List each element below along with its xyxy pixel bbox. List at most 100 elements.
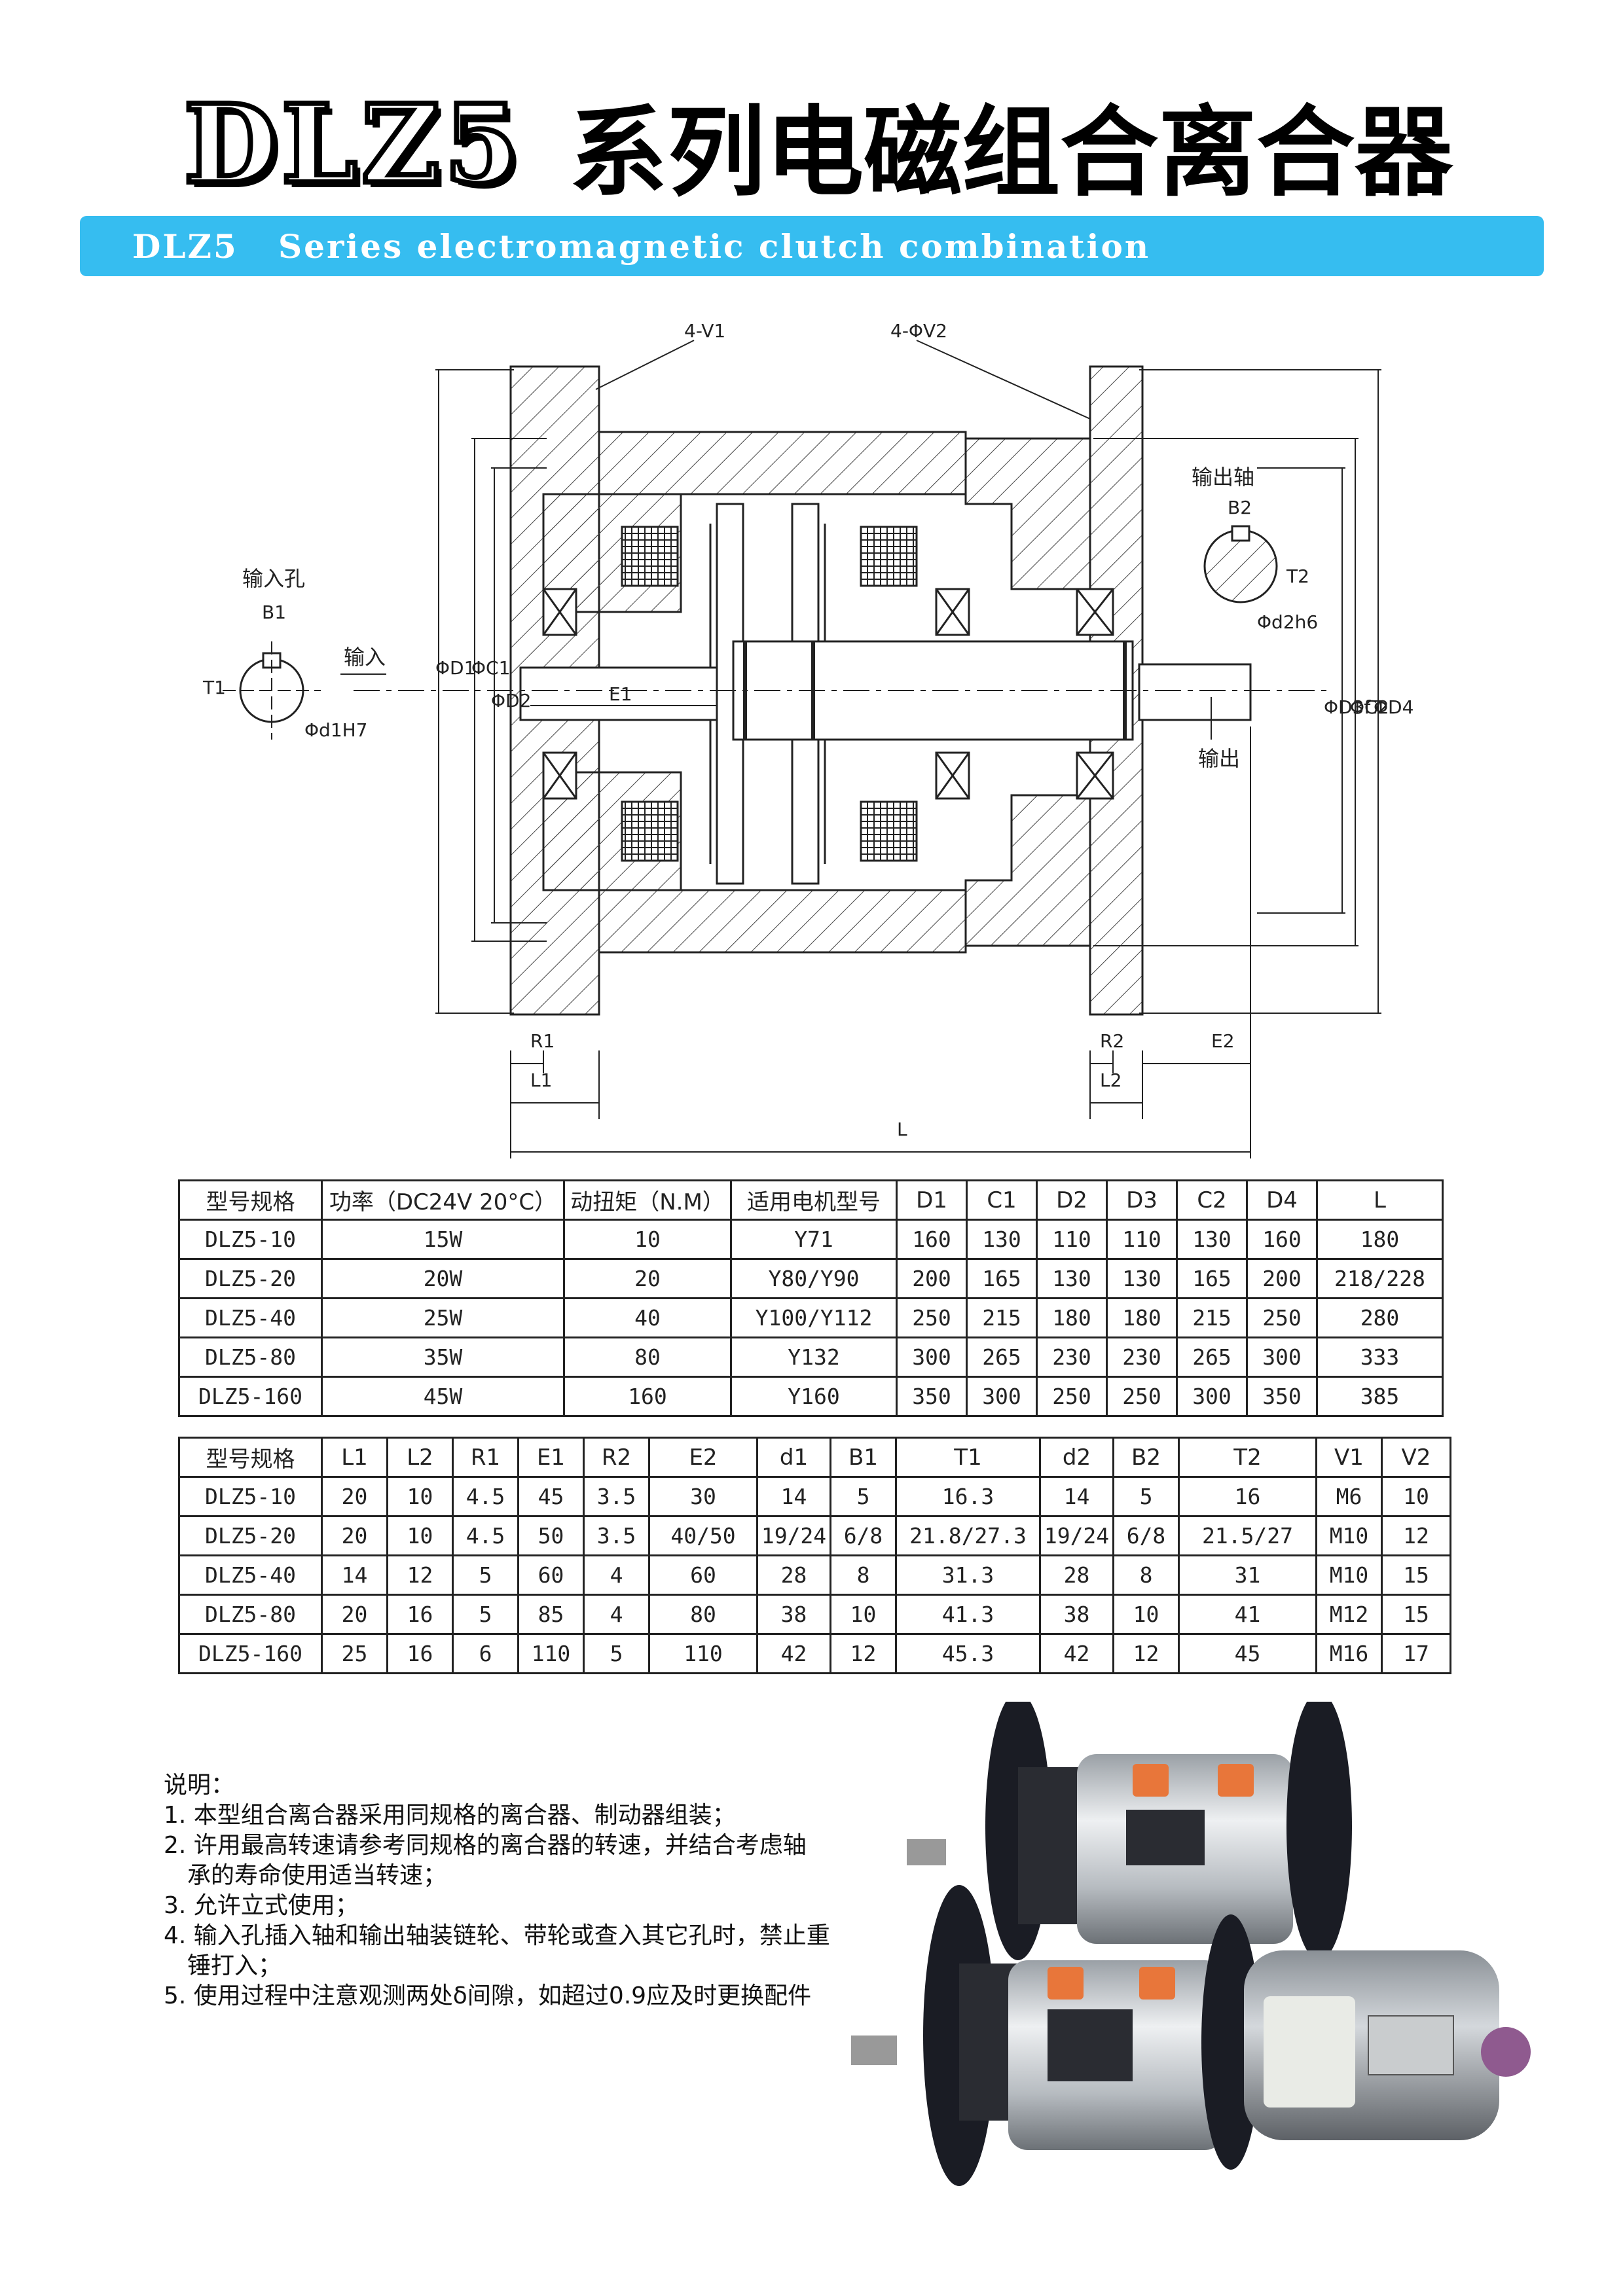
table-cell: 10 [386,1476,454,1517]
table-cell: 45.3 [895,1633,1041,1674]
table-cell: 31.3 [895,1554,1041,1596]
table-cell: Y100/Y112 [730,1297,898,1338]
table-cell: 25 [321,1633,388,1674]
label-e2: E2 [1211,1030,1235,1052]
table-cell: 10 [1381,1476,1451,1517]
table-cell: 40/50 [648,1515,758,1556]
table-cell: 110 [648,1633,758,1674]
table-cell: DLZ5-40 [178,1297,323,1338]
label-r2: R2 [1100,1030,1124,1052]
table-cell: DLZ5-80 [178,1336,323,1378]
table-cell: 333 [1316,1336,1444,1378]
table-cell: 14 [756,1476,831,1517]
table-cell: 130 [1106,1258,1178,1299]
table-cell: 130 [966,1219,1038,1260]
table-cell: 21.5/27 [1178,1515,1317,1556]
table-cell: 12 [1381,1515,1451,1556]
table-cell: 5 [452,1594,519,1635]
table-cell: M6 [1315,1476,1383,1517]
table-cell: 20W [321,1258,565,1299]
title-chinese: 系列电磁组合离合器 [569,96,1453,210]
table-cell: 35W [321,1336,565,1378]
title-model: DLZ5 [181,78,524,210]
table-cell: 31 [1178,1554,1317,1596]
column-header: V1 [1315,1437,1383,1478]
table-cell: DLZ5-20 [178,1258,323,1299]
table-cell: 6/8 [830,1515,897,1556]
label-l: L [897,1119,907,1140]
label-d2h6: Φd2h6 [1257,611,1318,633]
right-body-lower [964,794,1091,947]
right-body-upper [964,437,1091,590]
english-banner: DLZ5 Series electromagnetic clutch combi… [80,216,1544,276]
notes-title: 说明： [164,1772,235,1799]
table-cell: Y160 [730,1376,898,1417]
table-cell: 218/228 [1316,1258,1444,1299]
column-header: D4 [1246,1179,1318,1221]
table-cell: M16 [1315,1633,1383,1674]
note-item: 3. 允许立式使用； [164,1892,359,1919]
product-photo [851,1702,1531,2186]
table-cell: 16 [1178,1476,1317,1517]
label-phi-d2: ΦD2 [491,690,531,711]
label-b1: B1 [262,601,286,623]
table-cell: 20 [321,1476,388,1517]
label-input-hole: 输入孔 [242,566,305,591]
table-cell: 300 [966,1376,1038,1417]
column-header: 型号规格 [178,1437,323,1478]
label-phi-d1: ΦD1 [435,657,475,679]
table-cell: 4 [583,1594,650,1635]
housing-bottom [598,889,967,954]
input-bore [519,666,718,721]
table-cell: 6/8 [1112,1515,1180,1556]
coil-right-upper [860,526,918,587]
table-cell: M10 [1315,1515,1383,1556]
label-phi-d3f7: ΦD3f7 [1324,696,1382,718]
table-cell: DLZ5-160 [178,1633,323,1674]
note-item: 1. 本型组合离合器采用同规格的离合器、制动器组装； [164,1802,736,1829]
table-cell: 16 [386,1633,454,1674]
table-cell: 12 [386,1554,454,1596]
note-item: 4. 输入孔插入轴和输出轴装链轮、带轮或查入其它孔时，禁止重锤打入； [164,1922,830,1979]
banner-text: DLZ5 Series electromagnetic clutch combi… [132,226,1151,266]
label-l1: L1 [530,1069,552,1091]
column-header: 适用电机型号 [730,1179,898,1221]
table-cell: 10 [386,1515,454,1556]
table-cell: 385 [1316,1376,1444,1417]
technical-drawing: 4-V1 4-ΦV2 输入孔 B1 T1 Φd1H7 输入 ΦD1 ΦC1 ΦD… [202,320,1413,1158]
table-cell: 42 [756,1633,831,1674]
column-header: R2 [583,1437,650,1478]
table-cell: 80 [648,1594,758,1635]
table-cell: 16 [386,1594,454,1635]
table-cell: 19/24 [1039,1515,1114,1556]
table-cell: 3.5 [583,1515,650,1556]
column-header: L1 [321,1437,388,1478]
table-cell: 230 [1036,1336,1108,1378]
column-header: D2 [1036,1179,1108,1221]
column-header: D3 [1106,1179,1178,1221]
terminal-block [1218,1764,1254,1797]
label-t2: T2 [1286,565,1309,587]
table-cell: 280 [1316,1297,1444,1338]
terminal-block [1048,1967,1084,2000]
table-cell: 45W [321,1376,565,1417]
table-cell: 38 [1039,1594,1114,1635]
table-cell: 42 [1039,1633,1114,1674]
table-cell: 5 [452,1554,519,1596]
table-cell: DLZ5-40 [178,1554,323,1596]
table-cell: 250 [1246,1297,1318,1338]
label-b2: B2 [1228,497,1252,518]
label-output-shaft: 输出轴 [1192,465,1254,490]
column-header: 动扭矩（N.M） [563,1179,732,1221]
table-cell: 5 [583,1633,650,1674]
table-cell: 45 [1178,1633,1317,1674]
table-cell: 265 [1176,1336,1248,1378]
